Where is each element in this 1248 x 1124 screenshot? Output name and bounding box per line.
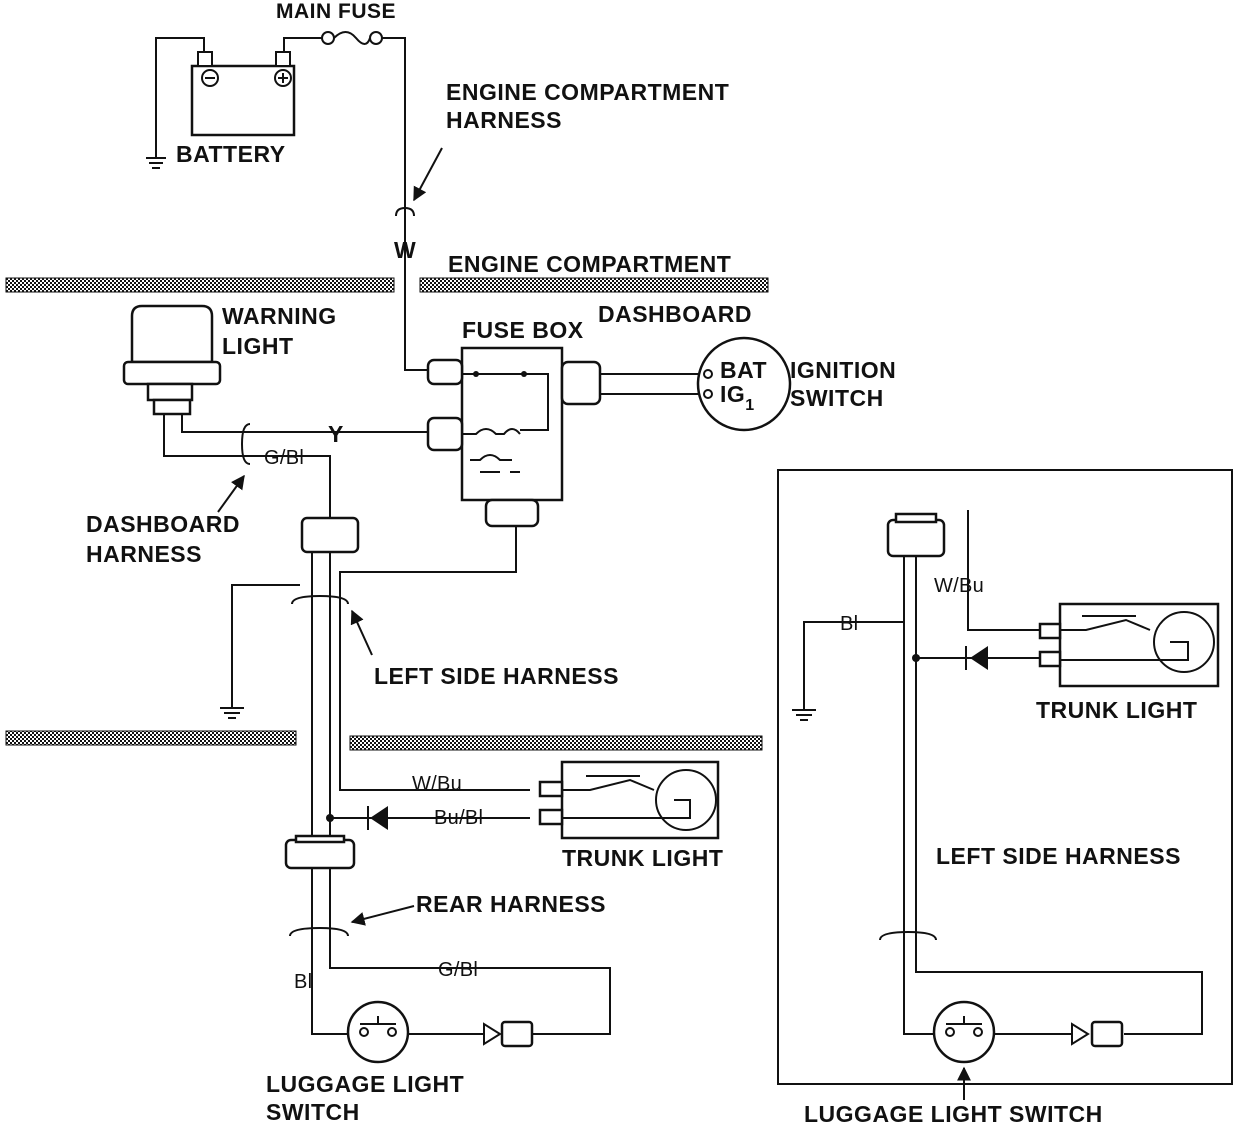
label-warning-light-2: LIGHT [222, 333, 294, 359]
label-inset-luggage-light-switch: LUGGAGE LIGHT SWITCH [804, 1101, 1103, 1124]
label-engine-compartment: ENGINE COMPARTMENT [448, 251, 731, 277]
inset-ground-symbol [792, 709, 816, 721]
label-main-fuse: MAIN FUSE [276, 0, 396, 23]
connector-lower [284, 838, 356, 870]
label-luggage-light-switch-1: LUGGAGE LIGHT [266, 1071, 464, 1097]
label-trunk-light: TRUNK LIGHT [562, 845, 723, 871]
label-engine-compartment-harness-2: HARNESS [446, 107, 562, 133]
label-dashboard: DASHBOARD [598, 301, 752, 327]
divider-top-left [5, 277, 395, 293]
label-inset-trunk-light: TRUNK LIGHT [1036, 697, 1197, 723]
ignition-switch-symbol [696, 336, 792, 432]
divider-top-right [419, 277, 769, 293]
label-bat: BAT [720, 357, 767, 383]
label-ignition-switch-1: IGNITION [790, 357, 896, 383]
label-ignition-switch-2: SWITCH [790, 385, 884, 411]
wire-g-bl-rear: G/Bl [438, 959, 478, 981]
warning-light-symbol [122, 304, 222, 416]
wire-bu-bl: Bu/Bl [434, 807, 483, 829]
label-left-side-harness: LEFT SIDE HARNESS [374, 663, 619, 689]
trunk-light-symbol [538, 760, 720, 840]
diode-symbol [367, 806, 388, 830]
battery-symbol [190, 51, 296, 137]
engine-harness-connector [395, 206, 415, 217]
ground-symbol-battery [146, 157, 166, 169]
main-fuse-symbol [321, 31, 383, 45]
label-fuse-box: FUSE BOX [462, 317, 584, 343]
divider-mid-left [5, 730, 297, 746]
left-side-harness-clamp [291, 594, 349, 605]
wire-bl: Bl [294, 971, 312, 993]
label-ig1: IG1 [720, 381, 755, 414]
dashboard-harness-connector [240, 423, 251, 465]
label-dashboard-harness-1: DASHBOARD [86, 511, 240, 537]
inset-diode-symbol [965, 646, 988, 670]
inset-wire-bl: Bl [840, 613, 858, 635]
wire-w: W [394, 237, 416, 263]
rear-harness-clamp [289, 926, 349, 937]
fuse-box-symbol [426, 346, 602, 528]
luggage-switch-symbol [346, 1000, 410, 1064]
divider-mid-right [349, 735, 763, 751]
connector-upper [300, 516, 360, 554]
label-dashboard-harness-2: HARNESS [86, 541, 202, 567]
wire-g-bl: G/Bl [264, 447, 304, 469]
inset-panel [777, 469, 1233, 1085]
inset-trunk-light-symbol [1038, 602, 1220, 688]
ground-symbol-left [220, 707, 244, 719]
label-inset-left-side-harness: LEFT SIDE HARNESS [936, 843, 1181, 869]
label-engine-compartment-harness-1: ENGINE COMPARTMENT [446, 79, 729, 105]
wire-y: Y [328, 421, 344, 447]
label-warning-light-1: WARNING [222, 303, 337, 329]
label-luggage-light-switch-2: SWITCH [266, 1099, 360, 1124]
inset-connector [886, 518, 946, 558]
inset-wire-w-bu: W/Bu [934, 575, 984, 597]
label-battery: BATTERY [176, 141, 286, 167]
wire-w-bu: W/Bu [412, 773, 462, 795]
label-rear-harness: REAR HARNESS [416, 891, 606, 917]
inset-luggage-switch-symbol [932, 1000, 996, 1064]
inset-harness-clamp [879, 930, 937, 941]
